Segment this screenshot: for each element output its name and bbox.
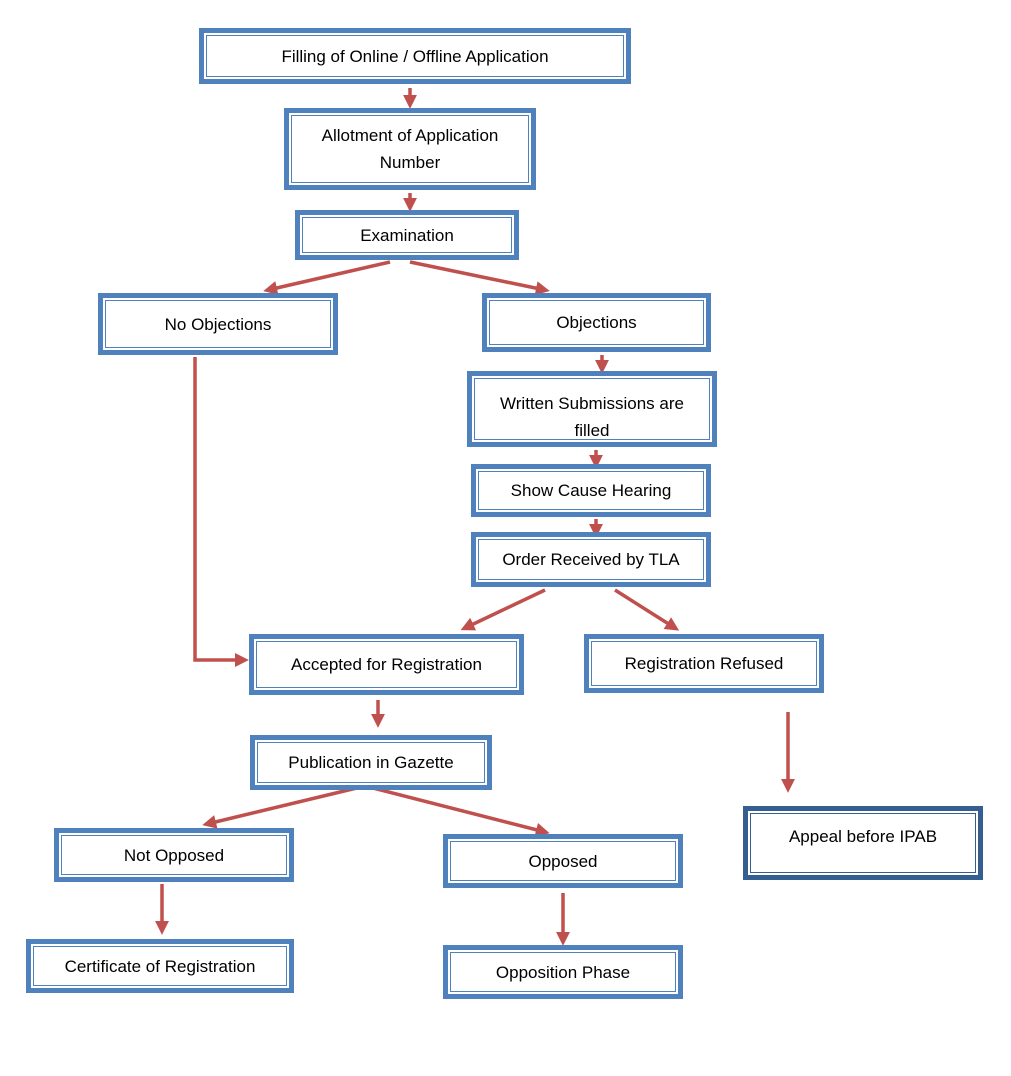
node-opposed: Opposed [443,834,683,888]
node-appeal-label: Appeal before IPAB [748,811,978,875]
node-not-opposed: Not Opposed [54,828,294,882]
arrow-order-to-accepted [460,588,546,631]
node-allotment: Allotment of Application Number [284,108,536,190]
node-examination: Examination [295,210,519,260]
node-certificate-label: Certificate of Registration [31,944,289,988]
node-opposition-phase: Opposition Phase [443,945,683,999]
node-written-submissions: Written Submissions are filled [467,371,717,447]
node-filing: Filling of Online / Offline Application [199,28,631,84]
node-opposed-label: Opposed [448,839,678,883]
arrow-publication-to-opposed [364,784,550,837]
node-publication: Publication in Gazette [250,735,492,790]
node-certificate: Certificate of Registration [26,939,294,993]
node-show-cause-label: Show Cause Hearing [476,469,706,512]
node-refused-label: Registration Refused [589,639,819,688]
node-no-objections-label: No Objections [103,298,333,350]
node-accepted-label: Accepted for Registration [254,639,519,690]
node-objections-label: Objections [487,298,706,347]
arrow-no-objections-to-accepted [193,357,249,667]
node-objections: Objections [482,293,711,352]
node-refused: Registration Refused [584,634,824,693]
node-appeal: Appeal before IPAB [743,806,983,880]
node-no-objections: No Objections [98,293,338,355]
node-accepted: Accepted for Registration [249,634,524,695]
node-not-opposed-label: Not Opposed [59,833,289,877]
arrow-order-to-refused [614,588,680,631]
node-order-received: Order Received by TLA [471,532,711,587]
node-examination-label: Examination [300,215,514,255]
node-order-received-label: Order Received by TLA [476,537,706,582]
node-written-submissions-label: Written Submissions are filled [472,376,712,442]
arrow-examination-to-objections [409,260,550,296]
node-filing-label: Filling of Online / Offline Application [204,33,626,79]
node-opposition-phase-label: Opposition Phase [448,950,678,994]
node-publication-label: Publication in Gazette [255,740,487,785]
node-show-cause: Show Cause Hearing [471,464,711,517]
node-allotment-label: Allotment of Application Number [289,113,531,185]
arrow-publication-to-not-opposed [202,784,366,829]
arrow-examination-to-no-objections [263,260,391,295]
